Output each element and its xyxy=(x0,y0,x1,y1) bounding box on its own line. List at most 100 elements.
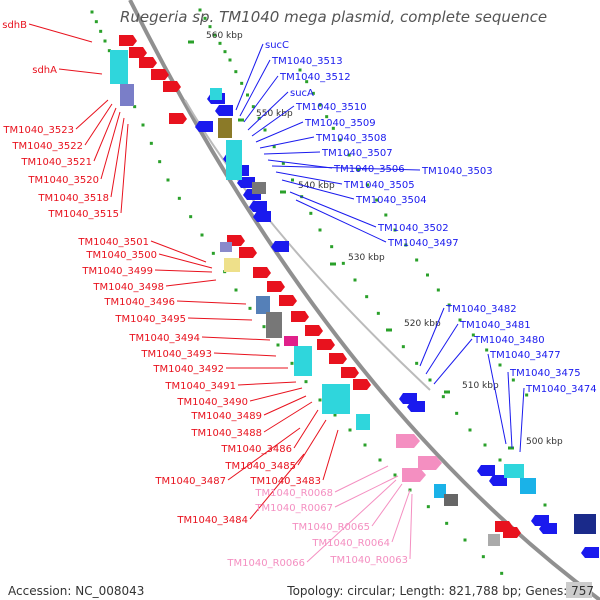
leader-line xyxy=(263,401,313,433)
gene-label-TM1040_3506: TM1040_3506 xyxy=(333,164,405,175)
gene-label-sucA: sucA xyxy=(290,88,314,99)
track-dot xyxy=(133,105,137,109)
track-dot xyxy=(338,138,342,142)
forward-gene-arrow xyxy=(139,57,157,68)
tick-label: 500 kbp xyxy=(526,437,563,447)
track-dot xyxy=(234,288,238,292)
track-dot xyxy=(272,145,276,149)
cog-feature-block xyxy=(252,182,266,194)
track-dot xyxy=(158,160,162,164)
leader-line xyxy=(237,381,297,386)
track-dot xyxy=(99,29,103,33)
leader-line xyxy=(519,387,525,453)
leader-line xyxy=(425,323,459,375)
reverse-gene-arrow xyxy=(253,211,271,222)
cog-feature-block xyxy=(284,336,298,346)
track-dot xyxy=(415,361,419,365)
tick-label: 510 kbp xyxy=(462,381,499,391)
track-dot xyxy=(463,538,467,542)
leader-line xyxy=(247,91,289,131)
reverse-gene-arrow xyxy=(477,465,495,476)
rna-gene-arrow xyxy=(396,434,420,448)
gene-label-TM1040_3502: TM1040_3502 xyxy=(377,223,449,234)
track-dot xyxy=(257,116,261,120)
gene-label-sdhB: sdhB xyxy=(2,20,27,31)
reverse-gene-arrow xyxy=(195,121,213,132)
backbone-arc-inner xyxy=(184,99,431,391)
leader-line xyxy=(255,121,304,143)
track-dot xyxy=(223,50,227,54)
reverse-gene-arrow xyxy=(215,105,233,116)
track-dot xyxy=(455,411,459,415)
track-dot xyxy=(333,413,337,417)
leader-line xyxy=(235,43,264,111)
track-dot xyxy=(141,123,145,127)
cog-feature-block xyxy=(574,514,596,534)
gene-label-TM1040_3507: TM1040_3507 xyxy=(321,148,393,159)
gene-label-TM1040_R0068: TM1040_R0068 xyxy=(254,488,333,499)
track-dot xyxy=(441,395,445,399)
leader-line xyxy=(507,371,513,449)
track-dot xyxy=(481,555,485,559)
track-dot xyxy=(498,363,502,367)
leader-line xyxy=(110,117,125,198)
gene-label-TM1040_3489: TM1040_3489 xyxy=(190,411,262,422)
track-dot xyxy=(290,361,294,365)
rna-gene-arrow xyxy=(418,456,442,470)
gene-label-TM1040_3477: TM1040_3477 xyxy=(489,350,561,361)
gene-label-TM1040_3481: TM1040_3481 xyxy=(459,320,531,331)
track-dot xyxy=(384,213,388,217)
cog-feature-block xyxy=(218,118,232,138)
gene-label-TM1040_3493: TM1040_3493 xyxy=(140,349,212,360)
leader-line xyxy=(243,75,279,123)
leader-line xyxy=(120,123,129,214)
leader-line xyxy=(58,68,103,75)
forward-gene-arrow xyxy=(317,339,335,350)
track-dot xyxy=(213,33,217,37)
track-dot xyxy=(309,211,313,215)
gene-label-TM1040_3494: TM1040_3494 xyxy=(128,333,200,344)
leader-line xyxy=(187,317,253,321)
forward-gene-arrow xyxy=(305,325,323,336)
track-dot xyxy=(500,571,504,575)
cog-feature-block xyxy=(266,312,282,338)
gene-label-TM1040_3515: TM1040_3515 xyxy=(47,209,119,220)
tick-label: 540 kbp xyxy=(298,181,335,191)
gene-label-TM1040_3523: TM1040_3523 xyxy=(2,125,74,136)
rna-gene-arrow xyxy=(402,468,426,482)
leader-line xyxy=(201,336,271,341)
leader-line xyxy=(150,240,207,263)
leader-line xyxy=(227,427,301,481)
track-dot xyxy=(263,128,267,132)
gene-label-TM1040_3492: TM1040_3492 xyxy=(152,364,224,375)
track-dot xyxy=(445,521,449,525)
track-dot xyxy=(305,80,309,84)
forward-gene-arrow xyxy=(279,295,297,306)
cog-feature-block xyxy=(226,140,242,180)
leader-line xyxy=(154,269,213,273)
cog-feature-block xyxy=(356,414,370,430)
track-dot xyxy=(218,41,222,45)
forward-gene-arrow xyxy=(119,35,137,46)
leader-line xyxy=(334,465,389,493)
track-dot xyxy=(281,161,285,165)
track-dot xyxy=(246,93,249,97)
track-dot xyxy=(248,306,252,310)
leader-line xyxy=(263,395,307,416)
track-dot xyxy=(353,278,357,282)
track-dot xyxy=(375,198,379,202)
gene-label-TM1040_3522: TM1040_3522 xyxy=(11,141,83,152)
accession-text: Accession: NC_008043 xyxy=(8,584,145,598)
tick-label: 560 kbp xyxy=(206,31,243,41)
track-dot xyxy=(363,443,367,447)
gene-label-TM1040_3482: TM1040_3482 xyxy=(445,304,517,315)
reverse-gene-arrow xyxy=(407,401,425,412)
track-dot xyxy=(189,215,193,219)
cog-feature-block xyxy=(322,384,350,414)
cog-feature-block xyxy=(504,464,524,478)
gene-label-TM1040_3513: TM1040_3513 xyxy=(271,56,343,67)
cog-feature-block xyxy=(256,296,270,314)
track-dot xyxy=(428,378,432,382)
leader-line xyxy=(297,419,327,466)
